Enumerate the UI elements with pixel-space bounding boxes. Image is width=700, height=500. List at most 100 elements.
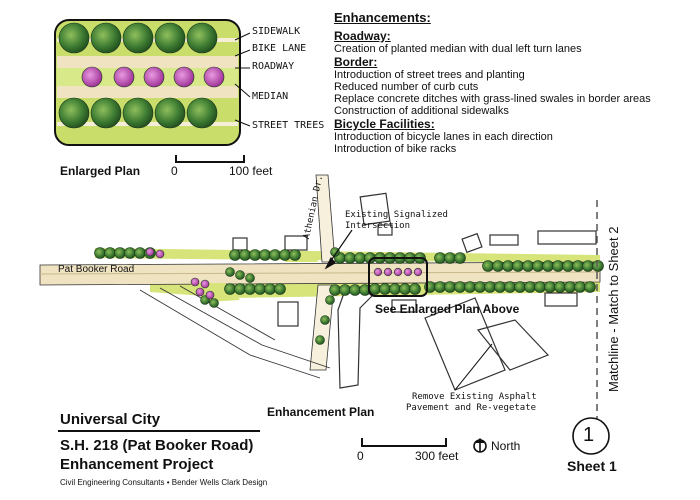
tree-icon <box>399 283 411 295</box>
tree-icon <box>544 281 556 293</box>
label-sidewalk: SIDEWALK <box>252 26 301 37</box>
athenian-drive <box>315 174 336 263</box>
tree-icon <box>264 283 276 295</box>
tree-icon <box>235 270 245 280</box>
tree-icon <box>329 284 341 296</box>
tree-icon <box>444 281 456 293</box>
asphalt-leader <box>454 343 493 391</box>
tree-icon <box>344 252 356 264</box>
tree-icon <box>524 281 536 293</box>
tree-icon <box>572 260 584 272</box>
tree-icon <box>289 249 301 261</box>
tree-icon <box>454 252 466 264</box>
flowering-tree-icon <box>203 66 225 88</box>
tree-icon <box>454 281 466 293</box>
tree-icon <box>244 283 256 295</box>
tree-icon <box>254 283 266 295</box>
inset-street-trees-top <box>58 22 218 54</box>
flowering-tree-icon <box>81 66 103 88</box>
tree-icon <box>369 283 381 295</box>
tree-icon <box>104 247 116 259</box>
tree-icon <box>584 281 596 293</box>
sheet-number-circle <box>572 417 610 455</box>
tree-icon <box>274 283 286 295</box>
tree-icon <box>58 97 90 129</box>
tree-icon <box>114 247 126 259</box>
tree-icon <box>58 22 90 54</box>
tree-icon <box>325 295 335 305</box>
inset-roadway-top <box>57 56 238 68</box>
sheet-number: 1 <box>583 424 595 446</box>
tree-icon <box>209 298 219 308</box>
enlarged-plan-title: Enlarged Plan <box>60 164 141 178</box>
tree-icon <box>534 281 546 293</box>
tree-icon <box>224 283 236 295</box>
tree-icon <box>186 22 218 54</box>
north-label: North <box>491 439 521 453</box>
tree-icon <box>229 249 241 261</box>
label-street-trees: STREET TREES <box>252 120 325 131</box>
enhancement-item: Introduction of street trees and plantin… <box>334 69 525 81</box>
tree-icon <box>409 283 421 295</box>
tree-icon <box>542 260 554 272</box>
credits: Civil Engineering Consultants • Bender W… <box>60 478 268 487</box>
tree-icon <box>474 281 486 293</box>
tree-icon <box>122 97 154 129</box>
building-footprints <box>232 192 597 391</box>
athenian-drive-south <box>309 284 335 371</box>
flowering-tree-icon <box>195 287 205 297</box>
tree-icon <box>269 249 281 261</box>
tree-icon <box>514 281 526 293</box>
tree-icon <box>554 281 566 293</box>
bike-rack-plantings <box>145 247 423 300</box>
matchline-label: Matchline - Match to Sheet 2 <box>606 226 621 392</box>
tree-icon <box>279 249 291 261</box>
section-heading-roadway: Roadway: <box>334 29 391 43</box>
tree-icon <box>154 97 186 129</box>
tree-icon <box>389 283 401 295</box>
tree-icon <box>90 22 122 54</box>
flowering-tree-icon <box>155 249 165 259</box>
tree-icon <box>484 281 496 293</box>
intersection-leader <box>324 229 353 270</box>
remove-asphalt-label-2: Pavement and Re-vegetate <box>406 403 537 413</box>
tree-icon <box>574 281 586 293</box>
tree-icon <box>330 247 340 257</box>
flowering-tree-icon <box>403 267 413 277</box>
section-heading-border: Border: <box>334 55 378 69</box>
enhancement-item: Creation of planted median with dual lef… <box>334 43 582 55</box>
tree-icon <box>122 22 154 54</box>
enlarged-scale-start: 0 <box>171 164 178 178</box>
tree-icon <box>90 97 122 129</box>
tree-icon <box>320 315 330 325</box>
sheet-label: Sheet 1 <box>567 458 617 474</box>
tree-icon <box>444 252 456 264</box>
main-scale-end: 300 feet <box>415 449 459 463</box>
flowering-tree-icon <box>173 66 195 88</box>
section-heading-bicycle: Bicycle Facilities: <box>334 117 435 131</box>
tree-icon <box>582 260 594 272</box>
tree-icon <box>234 283 246 295</box>
road-label-pat-booker: Pat Booker Road <box>58 264 135 275</box>
intersection-label-1: Existing Signalized <box>345 210 448 220</box>
flowering-tree-icon <box>205 290 215 300</box>
flowering-tree-icon <box>143 66 165 88</box>
tree-icon <box>259 249 271 261</box>
tree-icon <box>245 273 255 283</box>
tree-icon <box>225 267 235 277</box>
inset-street-trees-bottom <box>58 97 218 129</box>
label-bike-lane: BIKE LANE <box>252 43 307 54</box>
tree-icon <box>315 335 325 345</box>
flowering-tree-icon <box>145 247 155 257</box>
tree-icon <box>494 281 506 293</box>
tree-icon <box>124 247 136 259</box>
intersection-label-2: Intersection <box>345 221 411 231</box>
enhancement-item: Introduction of bike racks <box>334 143 457 155</box>
enhancements-panel: Enhancements: Roadway: Creation of plant… <box>334 10 694 155</box>
flowering-tree-icon <box>113 66 135 88</box>
inset-leader-lines <box>234 32 251 127</box>
tree-icon <box>502 260 514 272</box>
tree-icon <box>482 260 494 272</box>
